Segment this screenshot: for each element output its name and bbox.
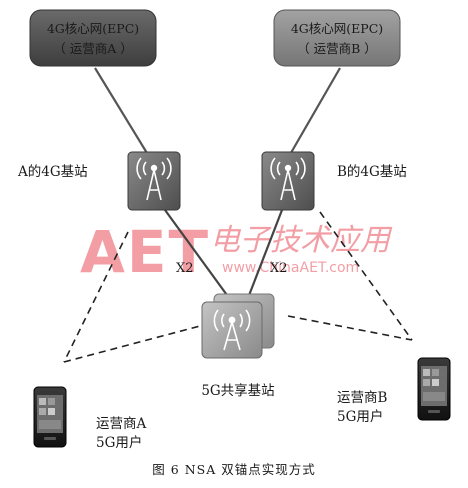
user-b-operator: 运营商B (337, 390, 387, 406)
epc-a-title: 4G核心网(EPC) (47, 21, 139, 36)
coverage-right-upper (319, 211, 413, 341)
bs-b-label: B的4G基站 (337, 163, 407, 180)
epc-a-operator: （ 运营商A ） (53, 41, 132, 56)
bs-b-icon (261, 151, 315, 211)
coverage-triangle (63, 211, 413, 363)
coverage-left-lower (63, 325, 201, 363)
x2-label-left: X2 (176, 261, 194, 276)
smartphone-icon (33, 386, 67, 448)
epc-a-box: 4G核心网(EPC) （ 运营商A ） (29, 9, 157, 67)
phone-a (33, 386, 67, 448)
coverage-left-upper (63, 231, 129, 363)
link-epc-a-to-bs-a (94, 67, 151, 159)
phone-b (417, 357, 451, 421)
watermark: AET 电子技术应用 www.ChinaAET.com (80, 218, 393, 286)
bs-a-icon (127, 151, 181, 211)
link-epc-b-to-bs-b (287, 67, 341, 159)
epc-b-operator: （ 运营商B ） (297, 41, 377, 56)
bs-a-label: A的4G基站 (17, 163, 88, 180)
shared-5g-label: 5G共享基站 (201, 382, 274, 399)
coverage-right-lower (287, 315, 413, 341)
x2-link-right (246, 209, 284, 299)
x2-link-left (164, 209, 233, 303)
x2-links (164, 209, 284, 303)
watermark-cn: 电子技术应用 (210, 223, 393, 258)
user-b-type: 5G用户 (337, 408, 383, 425)
epc-b-title: 4G核心网(EPC) (291, 21, 383, 36)
core-links (94, 67, 341, 159)
shared-5g-station-icon (201, 293, 275, 359)
user-a-operator: 运营商A (96, 416, 146, 432)
watermark-logo: AET (80, 218, 210, 286)
user-a-type: 5G用户 (96, 434, 142, 451)
radio-tower-icon (136, 157, 172, 201)
radio-tower-icon (270, 157, 306, 201)
epc-b-box: 4G核心网(EPC) （ 运营商B ） (273, 9, 401, 67)
watermark-url: www.ChinaAET.com (222, 260, 359, 276)
figure-caption: 图 6 NSA 双锚点实现方式 (152, 462, 315, 477)
smartphone-icon (417, 357, 451, 421)
antenna-icon (213, 309, 251, 351)
x2-label-right: X2 (270, 261, 288, 276)
